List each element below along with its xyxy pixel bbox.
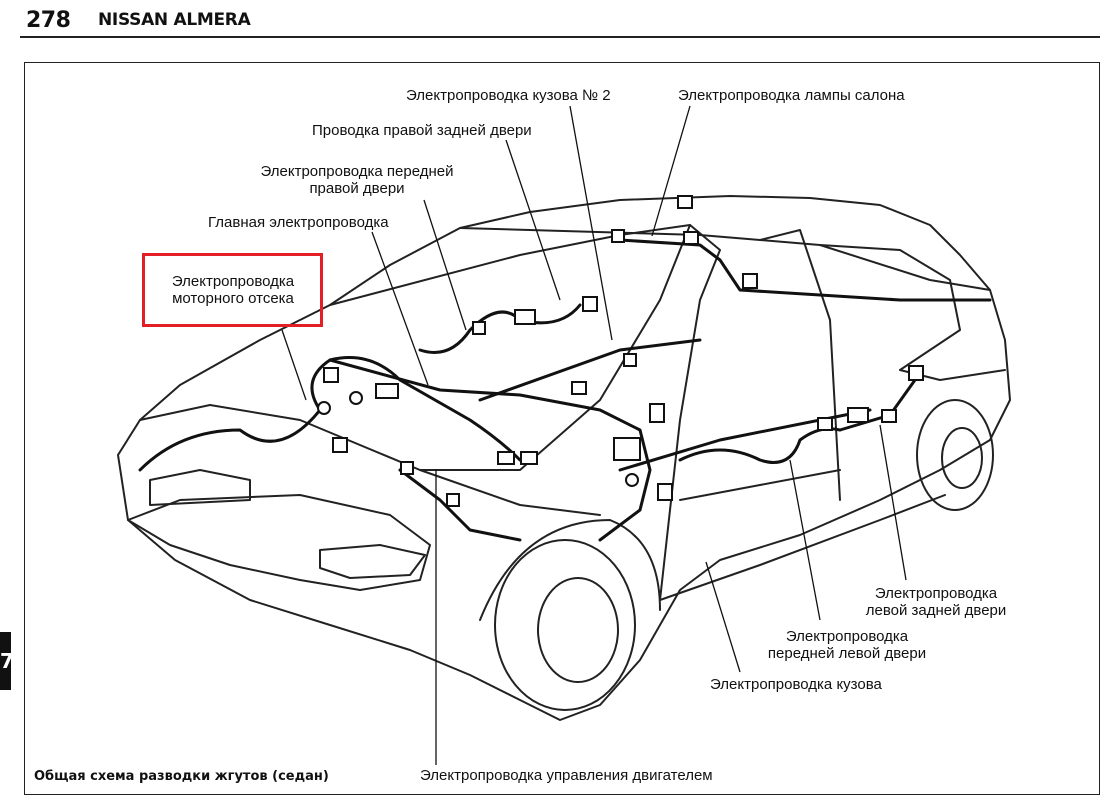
connector [323, 367, 339, 383]
label-front-left-door-line2: передней левой двери [767, 645, 927, 662]
figure-frame [24, 62, 1100, 795]
grommet [317, 401, 331, 415]
page-title: NISSAN ALMERA [98, 10, 251, 30]
grommet [625, 473, 639, 487]
connector [520, 451, 538, 465]
label-left-rear-door-line1: Электропроводка [874, 585, 998, 602]
figure-caption: Общая схема разводки жгутов (седан) [34, 769, 329, 784]
harness-engine-control [398, 468, 522, 542]
connector [649, 403, 665, 423]
connector [908, 365, 924, 381]
highlight-box [142, 253, 323, 327]
front-wheel-arch [479, 519, 661, 621]
front-wheel-hub [537, 577, 619, 683]
leader-left-rear-door [879, 424, 907, 581]
leader-cabin-lamp [651, 105, 691, 237]
page-header: 278 NISSAN ALMERA [20, 8, 1100, 38]
label-left-rear-door: Электропроводка левой задней двери [856, 585, 1016, 619]
label-front-right-door-line1: Электропроводка передней [260, 163, 454, 180]
connector [497, 451, 515, 465]
label-cabin-lamp: Электропроводка лампы салона [678, 87, 905, 104]
label-engine-bay-line1: Электропроводка [171, 273, 295, 290]
harness-main [328, 358, 652, 542]
leader-front-right-door [423, 199, 467, 331]
pillar-a [659, 224, 721, 601]
label-front-right-door: Электропроводка передней правой двери [252, 163, 462, 197]
harness-engine-bay [138, 356, 522, 472]
page-number: 278 [26, 8, 71, 33]
front-wheel [494, 539, 636, 711]
label-engine-control: Электропроводка управления двигателем [420, 767, 713, 784]
connector [332, 437, 348, 453]
connector [375, 383, 399, 399]
label-front-left-door-line1: Электропроводка [785, 628, 909, 645]
connector [817, 417, 833, 431]
connector [881, 409, 897, 423]
hood-line [139, 404, 601, 516]
leader-body-2 [569, 105, 613, 341]
leader-body [705, 561, 741, 673]
label-body-wiring: Электропроводка кузова [710, 676, 882, 693]
header-rule [20, 36, 1100, 38]
rear-wheel [916, 399, 994, 511]
headlight [319, 544, 426, 579]
floor-line [679, 469, 841, 501]
label-right-rear-door: Проводка правой задней двери [312, 122, 532, 139]
label-front-left-door: Электропроводка передней левой двери [756, 628, 938, 662]
connector [683, 231, 699, 245]
rear-wheel-hub [941, 427, 983, 489]
label-front-right-door-line2: правой двери [309, 180, 405, 197]
connector [472, 321, 486, 335]
connector [742, 273, 758, 289]
car-body-outline [117, 195, 1011, 721]
rear-window [819, 244, 961, 371]
leader-front-left-door [789, 459, 821, 621]
connector [623, 353, 637, 367]
connector [400, 461, 414, 475]
connector [514, 309, 536, 325]
label-main-harness: Главная электропроводка [208, 214, 389, 231]
label-engine-bay: Электропроводка моторного отсека [146, 273, 320, 307]
harness-front-door-right [418, 303, 582, 354]
pillar-b [759, 229, 841, 501]
connector [677, 195, 693, 209]
front-bumper [127, 494, 431, 591]
connector [847, 407, 869, 423]
leader-right-rear-door [505, 139, 561, 301]
label-left-rear-door-line2: левой задней двери [865, 602, 1007, 619]
door-sill [659, 494, 946, 601]
chapter-tab: 7 [0, 632, 11, 690]
harness-body-2 [478, 338, 702, 402]
grommet [349, 391, 363, 405]
connector [657, 483, 673, 501]
roof-line [459, 227, 991, 291]
label-engine-bay-line2: моторного отсека [172, 290, 294, 307]
connector [582, 296, 598, 312]
grille [149, 469, 251, 506]
connector [446, 493, 460, 507]
label-body-wiring-2: Электропроводка кузова № 2 [406, 87, 611, 104]
leader-main [371, 231, 429, 386]
leader-engine-bay [281, 329, 307, 401]
connector [611, 229, 625, 243]
connector [613, 437, 641, 461]
connector [571, 381, 587, 395]
